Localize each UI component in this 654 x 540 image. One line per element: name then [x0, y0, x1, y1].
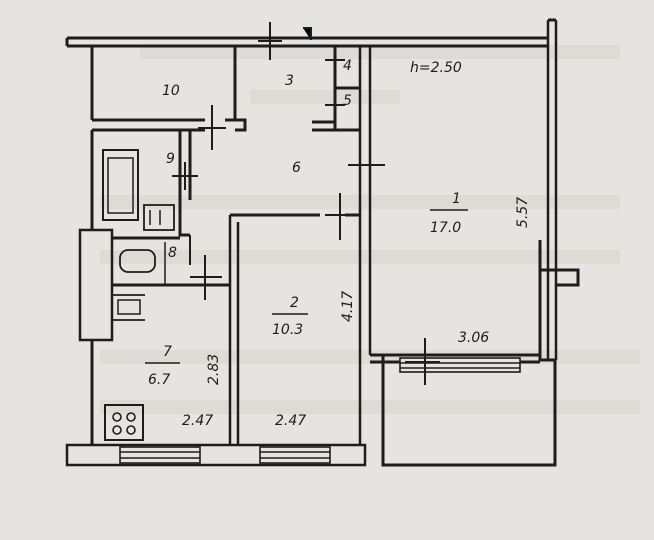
room-7-area: 6.7: [148, 372, 170, 388]
room-2-height-dim: 4.17: [340, 291, 356, 322]
room-4-number: 4: [343, 58, 352, 74]
room-2-width-dim: 2.47: [275, 413, 306, 429]
room-7-width-dim: 2.47: [182, 413, 213, 429]
dimension-labels: 5.57 3.06 4.17 2.47 2.83 2.47: [182, 197, 531, 429]
room-2-number: 2: [290, 295, 299, 311]
door-markers: [172, 22, 440, 385]
room-labels: 1 17.0 2 10.3 3 4 5 6 7 6.7 8 9 10 h=2.5…: [145, 58, 468, 388]
ceiling-height: h=2.50: [410, 60, 462, 76]
room-2-area: 10.3: [272, 322, 303, 338]
room-7-height-dim: 2.83: [206, 354, 222, 385]
room-1-width-dim: 3.06: [458, 330, 489, 346]
room-3-number: 3: [285, 73, 294, 89]
room-9-number: 9: [166, 151, 175, 167]
room-7-number: 7: [163, 344, 172, 360]
walls: [65, 18, 580, 467]
room-5-number: 5: [343, 93, 352, 109]
room-8-number: 8: [168, 245, 177, 261]
room-10-number: 10: [162, 83, 180, 99]
room-1-area: 17.0: [430, 220, 461, 236]
room-6-number: 6: [292, 160, 301, 176]
room-1-number: 1: [452, 191, 461, 207]
room-1-height-dim: 5.57: [515, 197, 531, 228]
